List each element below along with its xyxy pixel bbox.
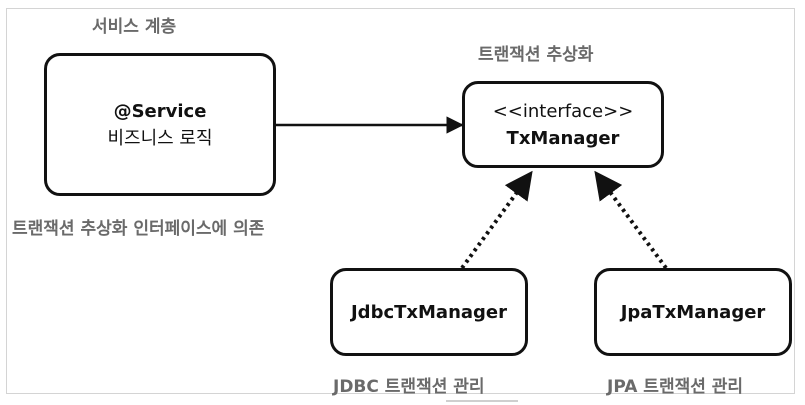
interface-stereotype: <<interface>> xyxy=(492,100,634,122)
jpa-txmanager-node: JpaTxManager xyxy=(594,268,792,356)
jpa-implements-arrow xyxy=(594,170,668,270)
jpa-layer-label: JPA 트랜잭션 관리 xyxy=(607,377,744,397)
diagram-frame xyxy=(6,8,795,394)
dependency-note-label: 트랜잭션 추상화 인터페이스에 의존 xyxy=(12,219,265,239)
jdbc-txmanager-label: JdbcTxManager xyxy=(350,301,507,323)
service-description: 비즈니스 로직 xyxy=(107,127,213,149)
scroll-indicator xyxy=(446,400,518,402)
service-annotation: @Service xyxy=(113,100,207,122)
service-node: @Service 비즈니스 로직 xyxy=(44,53,276,196)
abstraction-layer-label: 트랜잭션 추상화 xyxy=(478,45,594,65)
jdbc-txmanager-node: JdbcTxManager xyxy=(330,268,528,356)
interface-name: TxManager xyxy=(506,127,620,149)
jdbc-layer-label: JDBC 트랜잭션 관리 xyxy=(333,377,485,397)
service-layer-label: 서비스 계층 xyxy=(92,17,177,37)
jpa-txmanager-label: JpaTxManager xyxy=(620,301,766,323)
txmanager-interface-node: <<interface>> TxManager xyxy=(462,81,664,168)
jdbc-implements-arrow xyxy=(460,170,533,270)
